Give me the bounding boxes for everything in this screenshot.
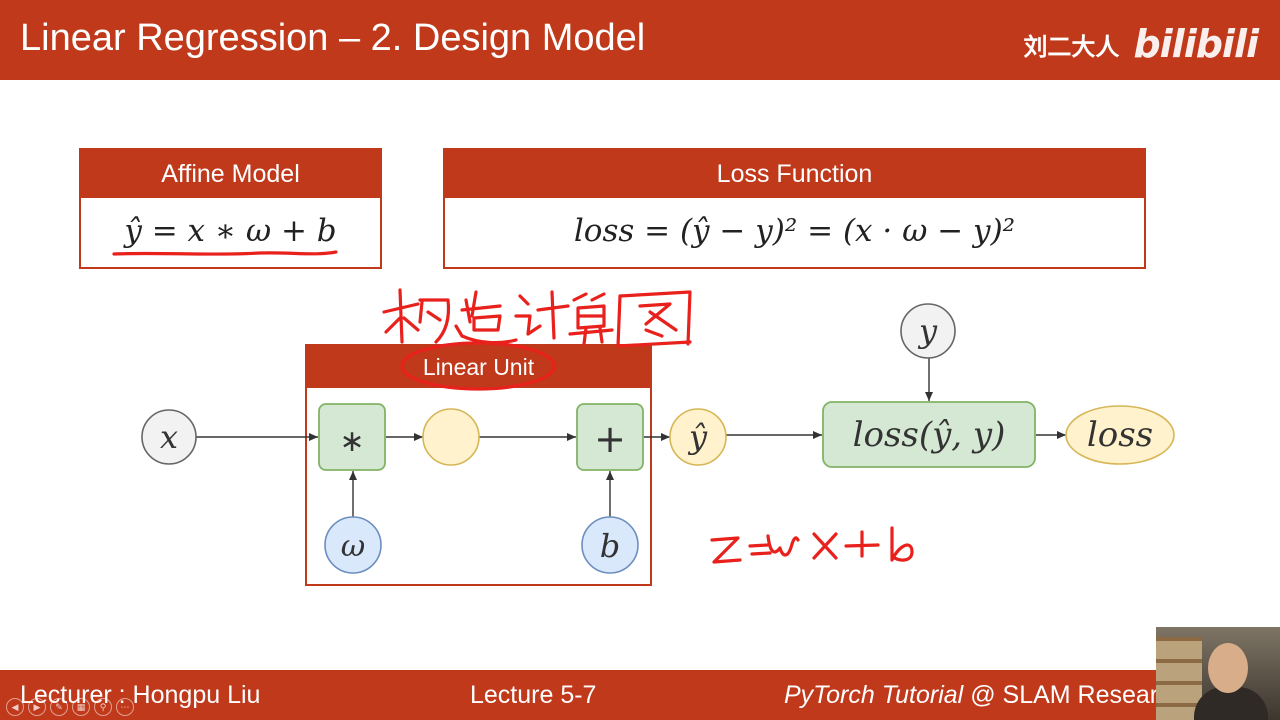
y-input-node: y: [900, 303, 956, 359]
handwritten-title-strokes: [382, 288, 692, 348]
brand: 刘二大人 bilibili: [1023, 22, 1259, 66]
course-rest: @ SLAM Research: [963, 681, 1185, 709]
zoom-icon[interactable]: ⚲: [94, 698, 112, 716]
circle-linear-unit-annotation: [400, 341, 556, 391]
pen-icon[interactable]: ✎: [50, 698, 68, 716]
footer-bar: Lecturer : Hongpu Liu Lecture 5-7 PyTorc…: [0, 670, 1280, 720]
graph-edges: [196, 358, 1066, 518]
b-param-node: b: [581, 516, 639, 574]
affine-model-box: Affine Model ŷ = x ∗ ω + b: [79, 148, 382, 269]
loss-function-formula: loss = (ŷ − y)² = (x · ω − y)²: [573, 213, 1016, 249]
affine-model-formula: ŷ = x ∗ ω + b: [124, 213, 337, 249]
next-slide-icon[interactable]: ▶: [28, 698, 46, 716]
omega-param-node: ω: [324, 516, 382, 574]
omega-label: ω: [341, 529, 365, 564]
underline-affine-annotation: [112, 250, 338, 256]
course-italic: PyTorch Tutorial: [784, 681, 964, 709]
multiply-node: ∗: [318, 403, 386, 471]
plus-label: +: [594, 417, 626, 461]
loss-function-node: loss(ŷ, y): [822, 401, 1036, 468]
loss-function-box: Loss Function loss = (ŷ − y)² = (x · ω −…: [443, 148, 1146, 269]
title-bar: Linear Regression – 2. Design Model 刘二大人…: [0, 0, 1280, 80]
multiply-label: ∗: [339, 424, 364, 459]
slide-title: Linear Regression – 2. Design Model: [20, 17, 646, 59]
lecture-number: Lecture 5-7: [470, 681, 597, 709]
input-node-x: x: [141, 409, 197, 465]
loss-fn-label: loss(ŷ, y): [853, 415, 1006, 455]
presenter-head: [1208, 643, 1248, 693]
presentation-controls: ◀ ▶ ✎ ▦ ⚲ ⋯: [6, 698, 134, 716]
more-options-icon[interactable]: ⋯: [116, 698, 134, 716]
plus-node: +: [576, 403, 644, 471]
brand-author: 刘二大人: [1023, 33, 1120, 61]
linear-unit-header: Linear Unit: [307, 346, 650, 388]
loss-output-node: loss: [1065, 405, 1175, 465]
handwritten-formula-strokes: [710, 526, 914, 564]
intermediate-value-node: [422, 408, 480, 466]
affine-model-header: Affine Model: [81, 150, 380, 198]
yhat-node: ŷ: [669, 408, 727, 466]
node-x-label: x: [160, 418, 178, 456]
loss-label: loss: [1087, 415, 1153, 455]
b-label: b: [600, 527, 620, 565]
webcam-overlay: [1156, 627, 1280, 720]
prev-slide-icon[interactable]: ◀: [6, 698, 24, 716]
course-label: PyTorch Tutorial @ SLAM Research: [784, 680, 1185, 710]
bilibili-logo: bilibili: [1133, 22, 1259, 66]
yhat-label: ŷ: [687, 418, 708, 456]
bookshelf-background: [1156, 637, 1202, 720]
loss-function-header: Loss Function: [445, 150, 1144, 198]
slides-grid-icon[interactable]: ▦: [72, 698, 90, 716]
y-label: y: [917, 312, 938, 350]
